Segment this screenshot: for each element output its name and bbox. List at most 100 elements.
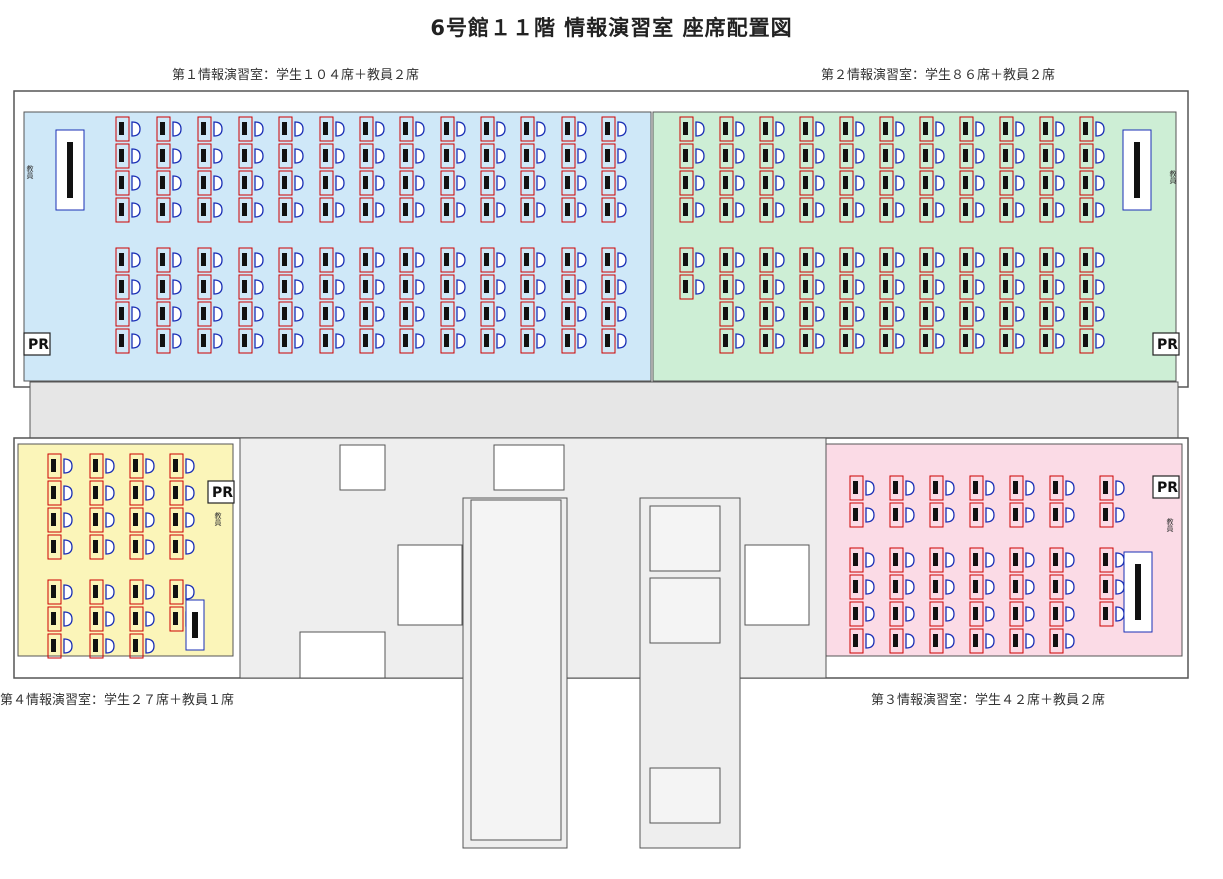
seat-room1 (238, 197, 264, 223)
seat-room3 (929, 574, 955, 600)
seat-room1 (399, 328, 425, 354)
seat-room1 (197, 116, 223, 142)
seat-room2 (999, 328, 1025, 354)
seat-room2 (999, 197, 1025, 223)
seat-room1 (115, 197, 141, 223)
seat-room2 (719, 170, 745, 196)
seat-room2 (799, 170, 825, 196)
seat-room3 (849, 601, 875, 627)
seat-room2 (999, 301, 1025, 327)
seat-room2 (919, 274, 945, 300)
seat-room1 (520, 197, 546, 223)
seat-room2 (879, 170, 905, 196)
seat-room4 (129, 507, 155, 533)
seat-room2 (679, 247, 705, 273)
seat-room4 (47, 606, 73, 632)
seat-room1 (480, 301, 506, 327)
seat-room3 (849, 628, 875, 654)
seat-room1 (480, 274, 506, 300)
seat-room2 (759, 143, 785, 169)
seat-room2 (719, 247, 745, 273)
seat-room2 (839, 116, 865, 142)
seat-room1 (319, 274, 345, 300)
seat-room2 (679, 274, 705, 300)
seat-room1 (156, 328, 182, 354)
seat-room2 (1039, 247, 1065, 273)
seat-room3 (929, 475, 955, 501)
seat-room1 (440, 328, 466, 354)
core-room-e (299, 631, 386, 679)
seat-room2 (959, 197, 985, 223)
seat-room4 (129, 453, 155, 479)
seat-room1 (399, 301, 425, 327)
seat-room1 (440, 143, 466, 169)
seat-room2 (799, 301, 825, 327)
seat-room1 (115, 170, 141, 196)
seat-room3 (889, 601, 915, 627)
seat-room3 (849, 502, 875, 528)
seat-room2 (1079, 116, 1105, 142)
seat-room4 (129, 579, 155, 605)
seat-room1 (601, 197, 627, 223)
seat-room3 (1009, 628, 1035, 654)
room1-label: 第１情報演習室：学生１０４席＋教員２席 (172, 68, 420, 83)
seat-room2 (799, 274, 825, 300)
seat-room1 (156, 301, 182, 327)
seat-room2 (999, 274, 1025, 300)
pr-label: PR (1157, 480, 1178, 496)
seat-room3 (969, 628, 995, 654)
seat-room2 (999, 170, 1025, 196)
page-title: 6号館１１階 情報演習室 座席配置図 (430, 16, 793, 40)
seat-room1 (359, 301, 385, 327)
seat-room2 (1079, 143, 1105, 169)
seat-room2 (719, 301, 745, 327)
seat-room3 (1049, 574, 1075, 600)
teacher-label: 教員 (1169, 169, 1177, 185)
seat-room2 (959, 247, 985, 273)
seat-room1 (359, 328, 385, 354)
seat-room2 (1039, 143, 1065, 169)
seat-room2 (719, 143, 745, 169)
seat-room2 (959, 274, 985, 300)
seat-room1 (480, 143, 506, 169)
seat-room3 (1099, 601, 1125, 627)
seat-room1 (115, 247, 141, 273)
seat-room1 (319, 116, 345, 142)
corridor (29, 381, 1179, 439)
seat-room1 (115, 116, 141, 142)
seat-room1 (197, 328, 223, 354)
seat-room2 (879, 247, 905, 273)
seat-room1 (359, 116, 385, 142)
seat-room1 (399, 170, 425, 196)
seat-room1 (601, 170, 627, 196)
seat-room3 (969, 475, 995, 501)
room3-floor (825, 443, 1183, 657)
seat-room2 (679, 116, 705, 142)
seat-room2 (879, 197, 905, 223)
seat-room3 (889, 628, 915, 654)
seat-room1 (238, 274, 264, 300)
seat-room1 (440, 197, 466, 223)
seat-room1 (319, 197, 345, 223)
seat-room3 (1099, 574, 1125, 600)
pr-marker: PR (1152, 475, 1180, 499)
seat-room2 (1039, 301, 1065, 327)
seat-room2 (1079, 247, 1105, 273)
seat-room2 (759, 274, 785, 300)
stair-right (744, 544, 810, 626)
seat-room2 (1039, 274, 1065, 300)
seat-room1 (319, 247, 345, 273)
seat-room1 (278, 301, 304, 327)
seat-room4 (169, 453, 195, 479)
seat-room1 (238, 143, 264, 169)
seat-room4 (47, 633, 73, 659)
seat-room1 (399, 274, 425, 300)
seat-room3 (889, 547, 915, 573)
seat-room2 (1079, 328, 1105, 354)
seat-room2 (959, 116, 985, 142)
seat-room4 (47, 453, 73, 479)
seat-room2 (719, 116, 745, 142)
seat-room2 (839, 301, 865, 327)
seat-room2 (959, 170, 985, 196)
